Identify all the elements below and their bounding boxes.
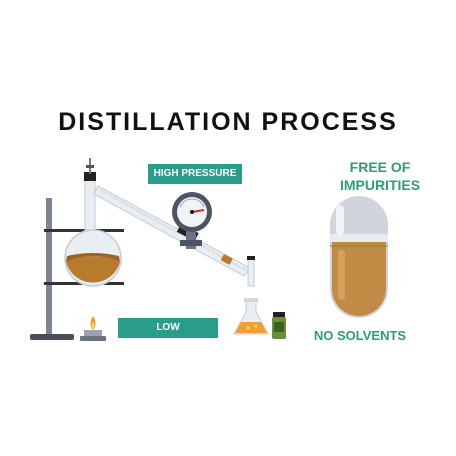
vial-icon (272, 312, 286, 339)
free-line-1: FREE OF (349, 159, 411, 175)
high-pressure-badge: HIGH PRESSURE (148, 164, 242, 184)
pressure-gauge-icon (172, 192, 212, 249)
free-line-2: IMPURITIES (339, 177, 421, 193)
round-flask-icon (64, 158, 122, 287)
low-temperature-badge: LOW TEMPERATURE (118, 318, 218, 353)
free-of-impurities-label: FREE OF IMPURITIES (310, 158, 450, 194)
page-title: DISTILLATION PROCESS (58, 108, 398, 136)
burner-flame-icon (80, 316, 106, 341)
capsule-icon (330, 196, 388, 318)
erlenmeyer-flask-icon (233, 298, 269, 335)
no-solvents-label: NO SOLVENTS (313, 328, 407, 343)
